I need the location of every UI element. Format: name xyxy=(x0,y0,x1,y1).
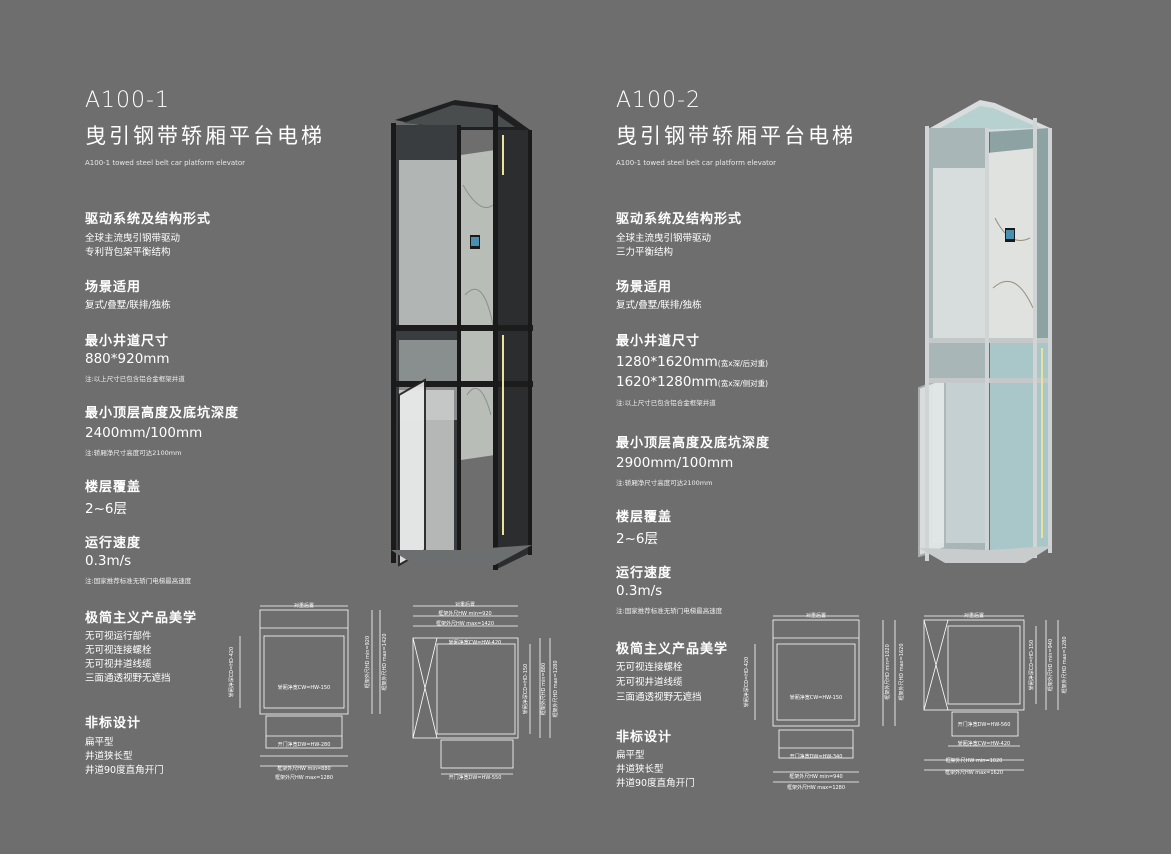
drawing-label: 轿厢净深CD=HD-420 xyxy=(743,657,750,708)
model-title: A100-2 xyxy=(616,88,701,113)
drawing-label: 框架外尺HD max=1420 xyxy=(381,633,388,690)
elevator-a100-2-illustration xyxy=(918,100,1052,563)
drawing-label: 轿厢净宽CW=HW-420 xyxy=(958,740,1010,747)
drawing-label: 框架外尺HW min=1020 xyxy=(946,757,1003,764)
shaft-heading: 最小井道尺寸 xyxy=(85,334,170,349)
drawing-label: 框架外尺HW max=1280 xyxy=(787,784,845,791)
shaft-heading: 最小井道尺寸 xyxy=(616,334,701,349)
speed-heading: 运行速度 xyxy=(85,536,142,551)
drawing-label: 开门净宽DW=HW-550 xyxy=(449,774,502,781)
shaft-value-2-main: 1620*1280mm xyxy=(616,374,718,390)
aesthetic-line: 无可视井道线缆 xyxy=(616,677,683,688)
drawing-label: 轿厢净深CD=HD-420 xyxy=(228,647,235,698)
floors-heading: 楼层覆盖 xyxy=(616,510,673,525)
scene-text: 复式/叠墅/联排/独栋 xyxy=(85,300,171,311)
drawing-label: 框架外尺HW min=880 xyxy=(277,765,330,772)
drawing-label: 框架外尺HW max=1420 xyxy=(436,620,494,627)
plan-drawing-1: 对重后置 轿厢净宽CW=HW-150 开门净宽DW=HW-280 框架外尺HW … xyxy=(228,602,388,781)
speed-heading: 运行速度 xyxy=(616,566,673,581)
drawing-label: 框架外尺HD max=1280 xyxy=(552,660,559,717)
product-name: 曳引钢带轿厢平台电梯 xyxy=(85,124,325,148)
drawing-label: 开门净宽DW=HW-280 xyxy=(278,741,331,748)
aesthetic-line: 三面通透视野无遮挡 xyxy=(85,673,171,684)
drawing-label: 对重后置 xyxy=(294,602,314,609)
custom-line: 井道狭长型 xyxy=(616,764,664,775)
custom-line: 井道90度直角开门 xyxy=(616,778,695,789)
aesthetic-line: 无可视连接螺栓 xyxy=(616,662,683,673)
drawing-label: 对重后置 xyxy=(964,612,984,619)
scene-text: 复式/叠墅/联排/独栋 xyxy=(616,300,702,311)
speed-note: 注:国家推荐标准无轿门电梯最高速度 xyxy=(616,607,723,615)
drive-heading: 驱动系统及结构形式 xyxy=(616,212,743,227)
speed-value: 0.3m/s xyxy=(616,583,663,599)
drawing-label: 轿厢净宽CW=HW-420 xyxy=(449,639,501,646)
floors-heading: 楼层覆盖 xyxy=(85,480,142,495)
height-value: 2900mm/100mm xyxy=(616,455,734,471)
height-heading: 最小顶层高度及底坑深度 xyxy=(85,406,240,421)
drawing-label: 轿厢净宽CW=HW-150 xyxy=(790,694,842,701)
drawing-label: 框架外尺HD min=940 xyxy=(1047,639,1054,691)
model-title: A100-1 xyxy=(85,88,170,113)
drawing-label: 框架外尺HD max=1280 xyxy=(1061,636,1068,693)
shaft-value: 880*920mm xyxy=(85,351,170,367)
drawing-label: 框架外尺HD min=920 xyxy=(364,636,371,688)
drawing-label: 对重后置 xyxy=(806,612,826,619)
aesthetic-heading: 极简主义产品美学 xyxy=(85,611,198,626)
aesthetic-heading: 极简主义产品美学 xyxy=(616,642,729,657)
custom-heading: 非标设计 xyxy=(616,730,673,745)
height-heading: 最小顶层高度及底坑深度 xyxy=(616,436,771,451)
aesthetic-line: 三面通透视野无遮挡 xyxy=(616,692,702,703)
drawing-label: 开门净宽DW=HW-560 xyxy=(958,721,1011,728)
elevator-a100-1-illustration xyxy=(391,100,533,570)
drive-line: 全球主流曳引钢带驱动 xyxy=(616,233,712,244)
custom-line: 扁平型 xyxy=(616,750,645,761)
shaft-note: 注:以上尺寸已包含铝合金框架井道 xyxy=(616,399,716,407)
drawing-label: 框架外尺HW min=940 xyxy=(789,773,842,780)
drawing-label: 框架外尺HD max=1620 xyxy=(898,643,905,700)
drawing-label: 开门净宽DW=HW-340 xyxy=(790,753,843,760)
product-english-name: A100-1 towed steel belt car platform ele… xyxy=(616,159,777,167)
drawing-label: 框架外尺HW max=1280 xyxy=(275,774,333,781)
drive-line: 三力平衡结构 xyxy=(616,247,674,258)
plan-drawing-3: 对重后置 轿厢净宽CW=HW-150 开门净宽DW=HW-340 框架外尺HW … xyxy=(743,612,905,791)
height-note: 注:轿厢净尺寸高度可达2100mm xyxy=(616,479,713,487)
drawing-label: 轿厢净宽CW=HW-150 xyxy=(278,684,330,691)
shaft-value-1-main: 1280*1620mm xyxy=(616,354,718,370)
drawing-label: 轿厢净深CD=HD-150 xyxy=(522,664,529,715)
floors-value: 2~6层 xyxy=(616,531,658,547)
drawing-label: 对重后置 xyxy=(455,601,475,608)
aesthetic-line: 无可视运行部件 xyxy=(85,631,152,642)
plan-drawing-2: 对重后置 框架外尺HW min=920 框架外尺HW max=1420 轿厢净宽… xyxy=(412,601,559,781)
drive-line: 专利背包架平衡结构 xyxy=(85,247,171,258)
drive-line: 全球主流曳引钢带驱动 xyxy=(85,233,181,244)
custom-line: 井道90度直角开门 xyxy=(85,765,164,776)
custom-line: 井道狭长型 xyxy=(85,751,133,762)
drawing-label: 框架外尺HW min=920 xyxy=(438,610,491,617)
custom-heading: 非标设计 xyxy=(85,716,142,731)
scene-heading: 场景适用 xyxy=(616,280,673,295)
shaft-value-2: 1620*1280mm(宽x深/侧对重) xyxy=(616,374,768,390)
shaft-value-1-suffix: (宽x深/后对重) xyxy=(717,359,769,368)
shaft-note: 注:以上尺寸已包含铝合金框架井道 xyxy=(85,375,185,383)
aesthetic-line: 无可视连接螺栓 xyxy=(85,645,152,656)
aesthetic-line: 无可视井道线缆 xyxy=(85,659,152,670)
shaft-value-2-suffix: (宽x深/侧对重) xyxy=(717,379,769,388)
drive-heading: 驱动系统及结构形式 xyxy=(85,212,212,227)
custom-line: 扁平型 xyxy=(85,737,114,748)
drawing-label: 框架外尺HW max=1620 xyxy=(945,769,1003,776)
shaft-value-1: 1280*1620mm(宽x深/后对重) xyxy=(616,354,768,370)
height-note: 注:轿厢净尺寸高度可达2100mm xyxy=(85,449,182,457)
drawing-label: 框架外尺HD min=1020 xyxy=(884,644,891,700)
scene-heading: 场景适用 xyxy=(85,280,142,295)
height-value: 2400mm/100mm xyxy=(85,425,203,441)
floors-value: 2~6层 xyxy=(85,501,127,517)
drawing-label: 轿厢净深CD=HD-150 xyxy=(1028,640,1035,691)
speed-value: 0.3m/s xyxy=(85,553,132,569)
product-name: 曳引钢带轿厢平台电梯 xyxy=(616,124,856,148)
plan-drawing-4: 对重后置 开门净宽DW=HW-560 轿厢净宽CW=HW-420 框架外尺HW … xyxy=(923,612,1068,776)
product-english-name: A100-1 towed steel belt car platform ele… xyxy=(85,159,246,167)
speed-note: 注:国家推荐标准无轿门电梯最高速度 xyxy=(85,577,192,585)
drawing-label: 框架外尺HD min=880 xyxy=(540,663,547,715)
